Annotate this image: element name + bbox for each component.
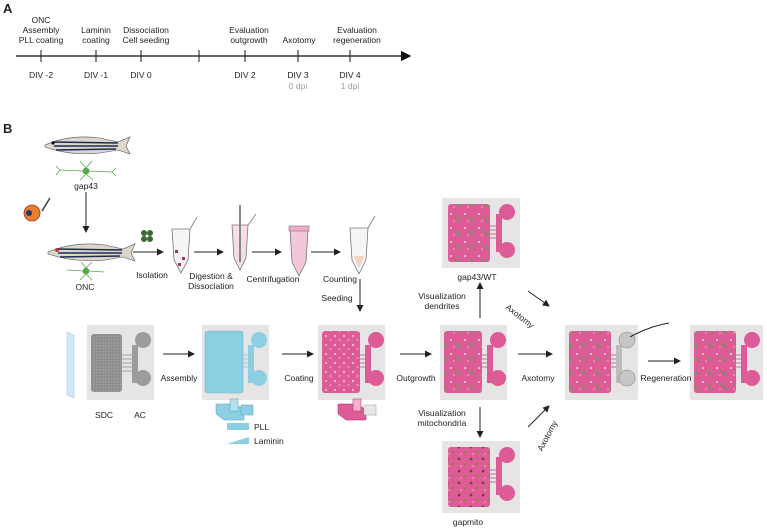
outgrowth-label: Outgrowth <box>396 373 436 383</box>
device-regeneration <box>690 325 763 400</box>
tube-counting-icon <box>349 215 376 275</box>
onc-label: ONC <box>75 282 95 292</box>
regeneration-label: Regeneration <box>640 373 692 383</box>
device-axotomy <box>565 322 670 400</box>
gap43-wt-label: gap43/WT <box>457 272 497 282</box>
sdc-label: SDC <box>95 410 113 420</box>
assembly-label: Assembly <box>160 373 198 383</box>
day-label: DIV 0 <box>130 70 152 80</box>
panel-b-letter: B <box>3 121 13 136</box>
device-gap43-wt <box>442 198 520 268</box>
laminin-legend-swatch <box>227 437 249 444</box>
dpi-label: 0 dpi <box>288 81 308 91</box>
glass-slide <box>66 331 75 399</box>
day-label: DIV -2 <box>28 70 54 80</box>
pll-legend-label: PLL <box>254 422 270 432</box>
device-seeded <box>318 325 385 400</box>
laminin-legend-label: Laminin <box>254 436 284 446</box>
tube-centrifugation-icon <box>288 225 310 277</box>
device-empty <box>87 325 154 400</box>
counting-label: Counting <box>322 274 358 284</box>
centrifugation-label: Centrifugation <box>246 274 300 284</box>
tube-digestion-icon <box>231 205 257 271</box>
isolation-label: Isolation <box>136 270 168 280</box>
zebrafish-onc-icon <box>47 243 136 262</box>
pll-legend-swatch <box>227 423 249 430</box>
timeline-label-axotomy: Axotomy <box>282 35 316 45</box>
ac-label: AC <box>134 410 146 420</box>
panel-a-letter: A <box>3 1 13 16</box>
gapmito-label: gapmito <box>452 517 484 527</box>
gap43-label: gap43 <box>74 181 98 191</box>
coating-label: Coating <box>284 373 314 383</box>
zebrafish-icon <box>44 136 131 155</box>
seeding-label: Seeding <box>321 293 353 303</box>
day-label: DIV -1 <box>83 70 109 80</box>
device-outgrowth <box>440 325 507 400</box>
timeline-graphic <box>16 50 412 62</box>
neuron-icon <box>55 160 117 181</box>
day-label: DIV 2 <box>234 70 256 80</box>
pink-bottles-icon <box>337 398 377 421</box>
clover-icon <box>141 230 153 242</box>
day-label: DIV 3 <box>287 70 309 80</box>
device-gapmito <box>442 441 520 513</box>
tube-isolation-icon <box>171 216 198 274</box>
axotomy-label: Axotomy <box>521 373 555 383</box>
day-label: DIV 4 <box>339 70 361 80</box>
dpi-label: 1 dpi <box>340 81 360 91</box>
eye-icon <box>23 197 51 222</box>
pll-bottles-icon <box>215 398 254 421</box>
device-coated <box>202 325 269 400</box>
neuron-onc-icon <box>66 261 105 281</box>
